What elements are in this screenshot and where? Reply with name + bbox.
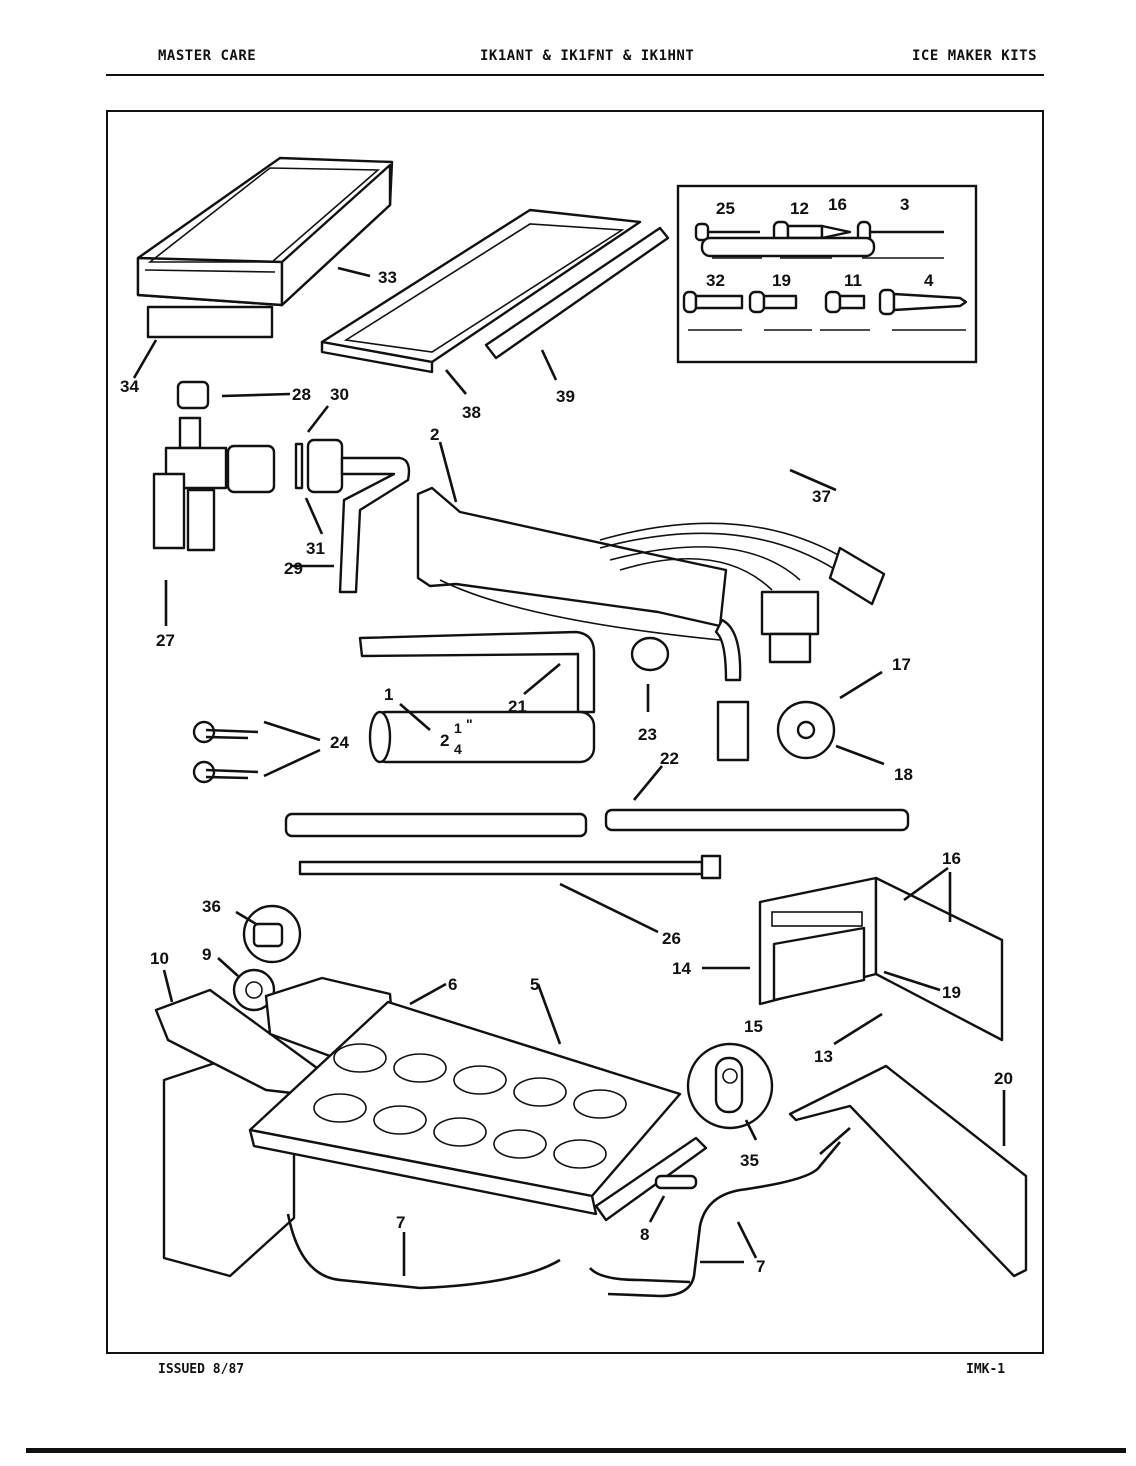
- fastener-label-16: 16: [828, 195, 847, 214]
- screw-16-icon: [820, 224, 852, 240]
- footer-page-code: IMK-1: [966, 1362, 1006, 1377]
- wire-harness: [416, 486, 886, 762]
- callout-13: 13: [814, 1047, 833, 1066]
- callout-7-left: 7: [396, 1213, 405, 1232]
- sleeve-length-whole: 2: [440, 731, 449, 750]
- callout-7-right: 7: [756, 1257, 765, 1276]
- callout-37: 37: [812, 487, 831, 506]
- callout-35: 35: [740, 1151, 759, 1170]
- callout-28: 28: [292, 385, 311, 404]
- callout-20: 20: [994, 1069, 1013, 1088]
- footer-issue-date: ISSUED 8/87: [158, 1362, 245, 1377]
- sleeve-length-unit: ": [466, 716, 473, 732]
- callout-36: 36: [202, 897, 221, 916]
- callout-23: 23: [638, 725, 657, 744]
- fastener-label-4: 4: [924, 271, 934, 290]
- fastener-label-25: 25: [716, 199, 735, 218]
- screw-4-icon: [878, 288, 968, 316]
- screw-11-icon: [824, 290, 866, 314]
- cable-tie: [298, 854, 722, 880]
- callout-33: 33: [378, 268, 397, 287]
- callout-2: 2: [430, 425, 439, 444]
- ice-level-arm: [788, 1064, 1028, 1278]
- ice-bin: [136, 156, 394, 307]
- fitting-nut: [176, 380, 210, 410]
- callout-15: 15: [744, 1017, 763, 1036]
- callout-30: 30: [330, 385, 349, 404]
- callout-14: 14: [672, 959, 691, 978]
- callout-27: 27: [156, 631, 175, 650]
- retainer-clips: [192, 720, 259, 784]
- water-tube-37: [700, 236, 876, 258]
- callout-17: 17: [892, 655, 911, 674]
- fastener-label-32: 32: [706, 271, 725, 290]
- callout-38: 38: [462, 403, 481, 422]
- header-section-title: ICE MAKER KITS: [912, 48, 1038, 64]
- fastener-label-12: 12: [790, 199, 809, 218]
- fill-tube-elbow: [358, 630, 596, 714]
- header-rule: [106, 74, 1044, 76]
- fastener-chart: [676, 184, 978, 364]
- diagram-frame: [106, 110, 1044, 1354]
- callout-6: 6: [448, 975, 457, 994]
- fastener-label-19: 19: [772, 271, 791, 290]
- callout-39: 39: [556, 387, 575, 406]
- bin-label-strip: [146, 305, 274, 339]
- leader-lines: [132, 266, 1006, 1276]
- callout-5: 5: [530, 975, 539, 994]
- callout-34: 34: [120, 377, 139, 396]
- grommet-9: [232, 968, 276, 1012]
- callout-26: 26: [662, 929, 681, 948]
- callout-8: 8: [640, 1225, 649, 1244]
- callout-18: 18: [894, 765, 913, 784]
- header-brand: MASTER CARE: [158, 48, 257, 64]
- sleeve-length-num: 1: [454, 720, 462, 736]
- header-model-numbers: IK1ANT & IK1FNT & IK1HNT: [480, 48, 695, 64]
- screw-19-icon: [748, 290, 798, 314]
- detail-35: [686, 1042, 774, 1130]
- fastener-label-3: 3: [900, 195, 909, 214]
- hose-clamp: [630, 636, 670, 672]
- grommet-36: [242, 904, 302, 964]
- callout-9: 9: [202, 945, 211, 964]
- shutoff-arm-right: [607, 1127, 851, 1298]
- bottom-rule: [26, 1448, 1126, 1453]
- callout-19: 19: [942, 983, 961, 1002]
- screw-32-icon: [682, 290, 744, 314]
- callout-10: 10: [150, 949, 169, 968]
- shelf-rail: [484, 226, 670, 360]
- callout-1: 1: [384, 685, 393, 704]
- fastener-label-11: 11: [844, 271, 862, 290]
- water-valve: [152, 416, 411, 594]
- screw-25-icon: [694, 222, 760, 242]
- callout-22: 22: [660, 749, 679, 768]
- callout-29: 29: [284, 559, 303, 578]
- pin-8: [654, 1174, 698, 1190]
- callout-16: 16: [942, 849, 961, 868]
- shutoff-arm-left: [286, 1213, 561, 1290]
- water-tube-22-right: [604, 808, 910, 832]
- control-cover: [758, 876, 1004, 1042]
- ice-maker-assembly: [154, 976, 708, 1278]
- callout-31: 31: [306, 539, 325, 558]
- shelf-frame: [320, 208, 642, 374]
- callout-24: 24: [330, 733, 349, 752]
- sleeve-length-den: 4: [454, 741, 462, 757]
- callout-21: 21: [508, 697, 527, 716]
- tube-sleeve: [368, 710, 596, 764]
- water-tube-22-left: [284, 812, 588, 838]
